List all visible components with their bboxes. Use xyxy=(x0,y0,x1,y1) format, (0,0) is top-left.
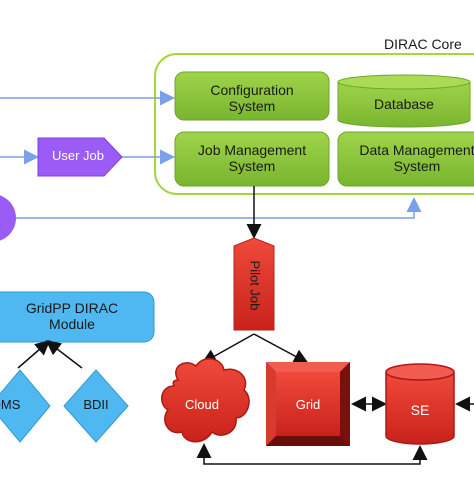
database-label: Database xyxy=(374,96,434,112)
job-management-box xyxy=(174,131,330,187)
job-management-line1: Job Management xyxy=(197,142,307,158)
dms-label: DMS xyxy=(0,397,21,412)
pilot-job-shape xyxy=(233,237,275,331)
configuration-line1: Configuration xyxy=(210,82,294,98)
data-management-box xyxy=(337,131,474,187)
bdii-diamond xyxy=(63,369,129,443)
configuration-system-box xyxy=(174,71,330,121)
job-management-line2: System xyxy=(228,158,276,175)
database-cylinder xyxy=(337,74,471,128)
arrow-gridpp-to-dms xyxy=(17,340,51,369)
gridpp-module-box xyxy=(0,291,155,343)
grid-box xyxy=(266,362,350,446)
job-management-label: Job Management System xyxy=(175,142,329,174)
cloud-label: Cloud xyxy=(185,397,219,412)
gridpp-line1: GridPP DIRAC xyxy=(25,300,119,316)
arrow-pilot-to-grid xyxy=(253,333,309,364)
user-job-label: User Job xyxy=(51,148,105,163)
configuration-label: Configuration System xyxy=(175,82,329,114)
gridpp-label: GridPP DIRAC Module xyxy=(0,300,154,332)
gridpp-line2: Module xyxy=(49,316,95,333)
se-label: SE xyxy=(410,402,430,418)
dirac-core-title: DIRAC Core xyxy=(384,36,462,52)
se-cylinder xyxy=(385,363,455,445)
pilot-job-label: Pilot Job xyxy=(247,260,263,311)
data-management-label: Data Management System xyxy=(342,142,474,174)
arrow-pilot-to-cloud xyxy=(201,333,255,364)
user-circle xyxy=(0,195,16,241)
cloud-shape xyxy=(161,358,250,443)
arrow-cloud-se-bottom xyxy=(196,443,428,465)
arrow-to-data-management xyxy=(10,197,422,219)
data-management-line1: Data Management xyxy=(359,142,474,158)
data-management-line2: System xyxy=(393,158,441,175)
user-job-shape xyxy=(37,137,123,177)
dms-diamond xyxy=(0,369,51,443)
arrow-gridpp-to-bdii xyxy=(45,340,83,369)
bdii-label: BDII xyxy=(83,397,109,412)
grid-label: Grid xyxy=(295,397,321,412)
configuration-line2: System xyxy=(228,98,276,115)
